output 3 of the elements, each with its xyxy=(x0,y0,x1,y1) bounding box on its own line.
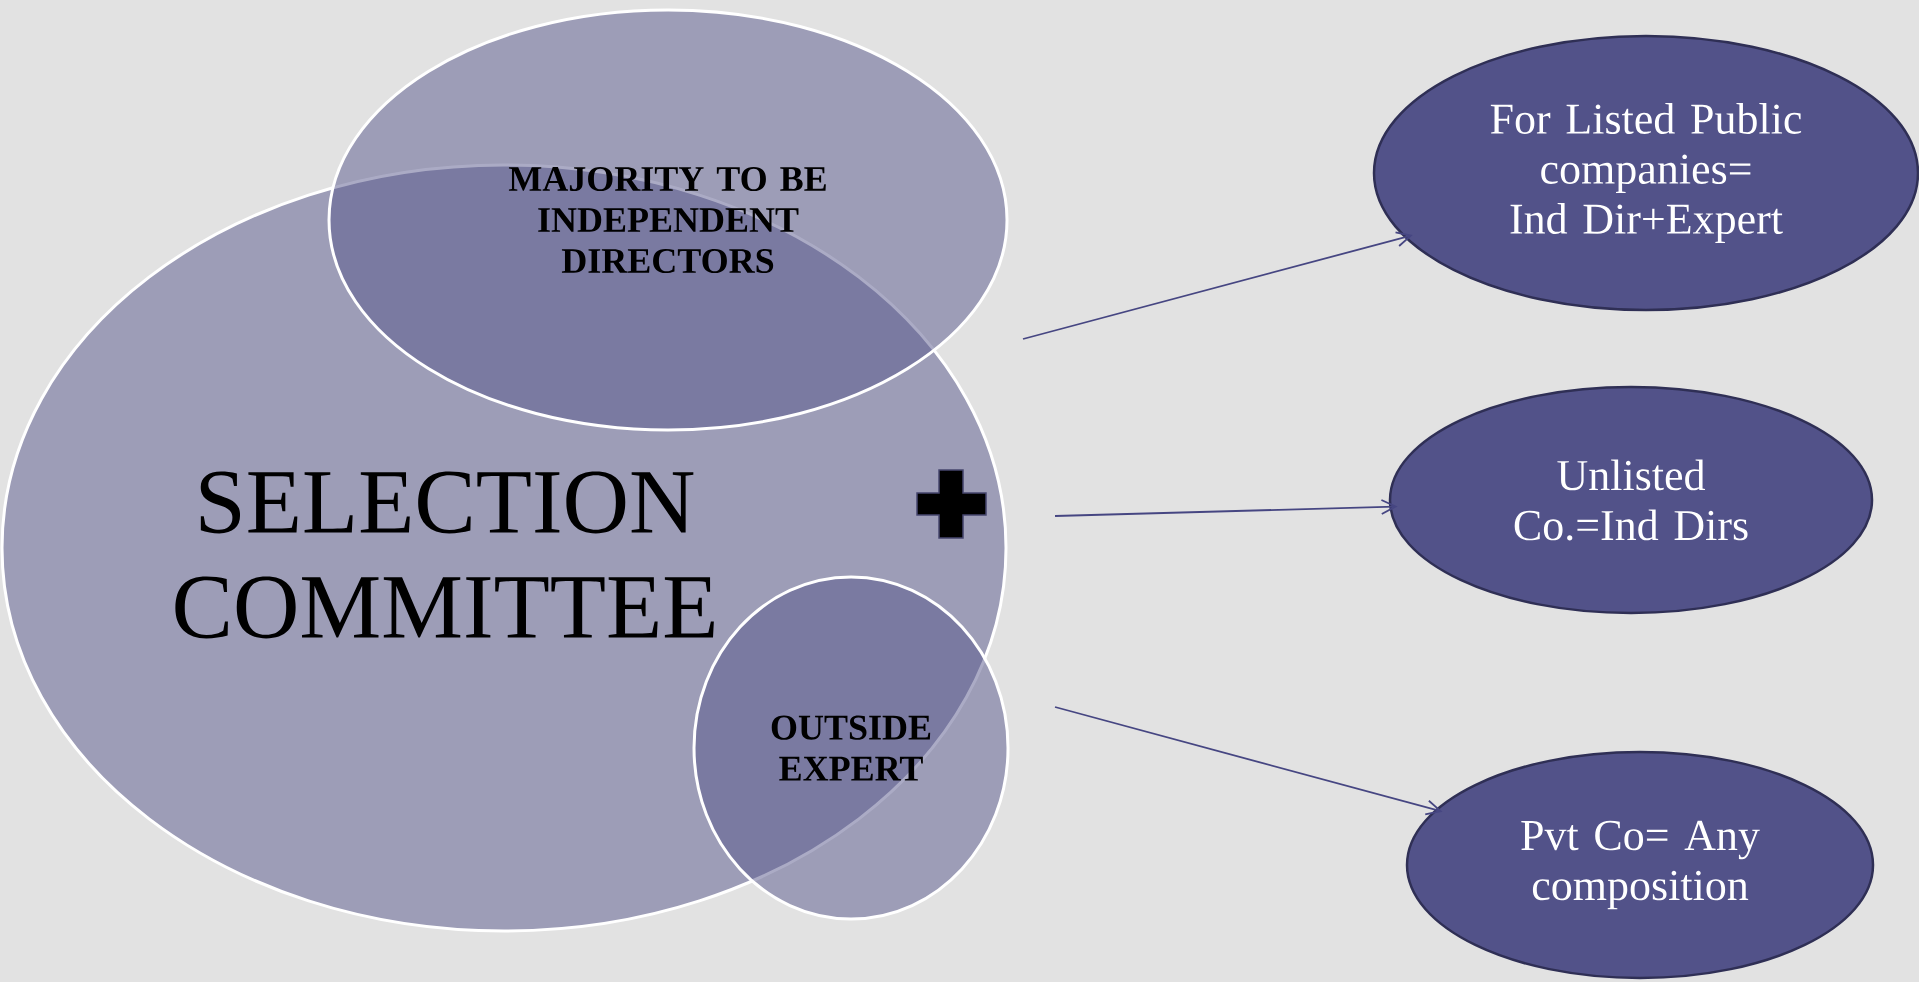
arrow xyxy=(1054,706,1443,816)
arrow xyxy=(1054,499,1398,517)
arrow xyxy=(1022,231,1413,340)
